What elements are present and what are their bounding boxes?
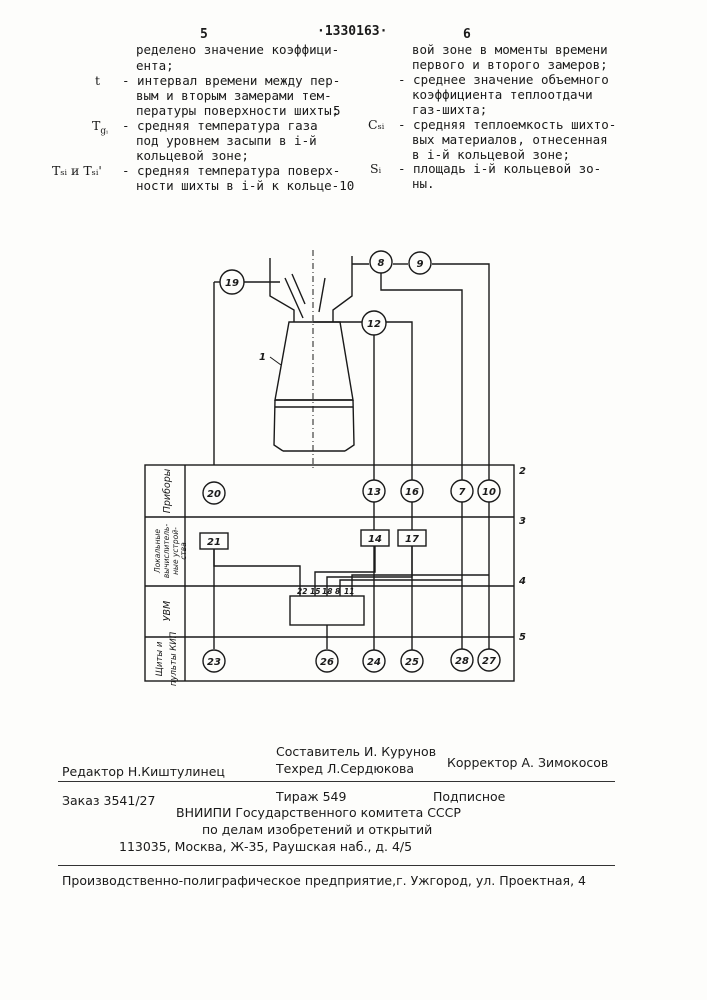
techred: Техред Л.Сердюкова (276, 761, 414, 776)
org-line-1: ВНИИПИ Государственного комитета СССР (176, 805, 461, 820)
device-14: 14 (368, 534, 382, 545)
svg-text:ства: ства (179, 542, 188, 560)
instrument-20: 20 (207, 489, 221, 500)
sensor-9: 9 (417, 259, 424, 270)
blast-furnace: 1 (259, 250, 354, 470)
panel-28: 28 (455, 656, 469, 667)
row-number-3: 3 (519, 516, 526, 527)
panel-26: 26 (320, 657, 334, 668)
row-label-local-devices-a: Локальные (153, 529, 162, 574)
svg-text:пульты КИП: пульты КИП (169, 631, 179, 686)
printer: Производственно-полиграфическое предприя… (62, 873, 586, 888)
panel-25: 25 (405, 657, 419, 668)
uvm-input-22: 22 (297, 587, 307, 596)
instrument-10: 10 (482, 487, 496, 498)
sensor-19: 19 (225, 278, 239, 289)
org-line-2: по делам изобретений и открытий (202, 822, 432, 837)
colophon-divider-2 (58, 865, 615, 866)
svg-text:вычислитель-: вычислитель- (162, 524, 171, 579)
device-21: 21 (207, 537, 221, 548)
panel-24: 24 (367, 657, 381, 668)
uvm-input-15: 15 (310, 587, 320, 596)
editor: Редактор Н.Киштулинец (62, 764, 225, 779)
instrument-13: 13 (367, 487, 381, 498)
uvm-input-18: 18 (322, 587, 332, 596)
panel-27: 27 (482, 656, 496, 667)
panel-23: 23 (207, 657, 221, 668)
corrector: Корректор А. Зимокосов (447, 755, 608, 770)
device-17: 17 (405, 534, 419, 545)
row-number-5: 5 (519, 632, 526, 643)
instrument-7: 7 (459, 487, 466, 498)
sensor-8: 8 (378, 258, 385, 269)
org-line-3: 113035, Москва, Ж-35, Раушская наб., д. … (119, 839, 412, 854)
row-number-4: 4 (518, 576, 526, 587)
instrument-16: 16 (405, 487, 419, 498)
uvm-input-11: 11 (344, 587, 354, 596)
order: Заказ 3541/27 (62, 793, 155, 808)
row-label-uvm: УВМ (162, 601, 173, 622)
sensor-12: 12 (367, 319, 381, 330)
furnace-label: 1 (259, 352, 266, 363)
row-number-2: 2 (519, 466, 526, 477)
block-diagram: 1 2 3 4 5 Приборы Локальные вычислитель-… (0, 0, 707, 720)
circulation: Тираж 549 (276, 789, 346, 804)
colophon-divider-1 (58, 781, 615, 782)
subscription: Подписное (433, 789, 505, 804)
compiler: Составитель И. Курунов (276, 744, 436, 759)
row-label-instruments: Приборы (162, 468, 173, 513)
row-label-panels: Щиты и (155, 641, 165, 676)
uvm-input-8: 8 (335, 587, 340, 596)
